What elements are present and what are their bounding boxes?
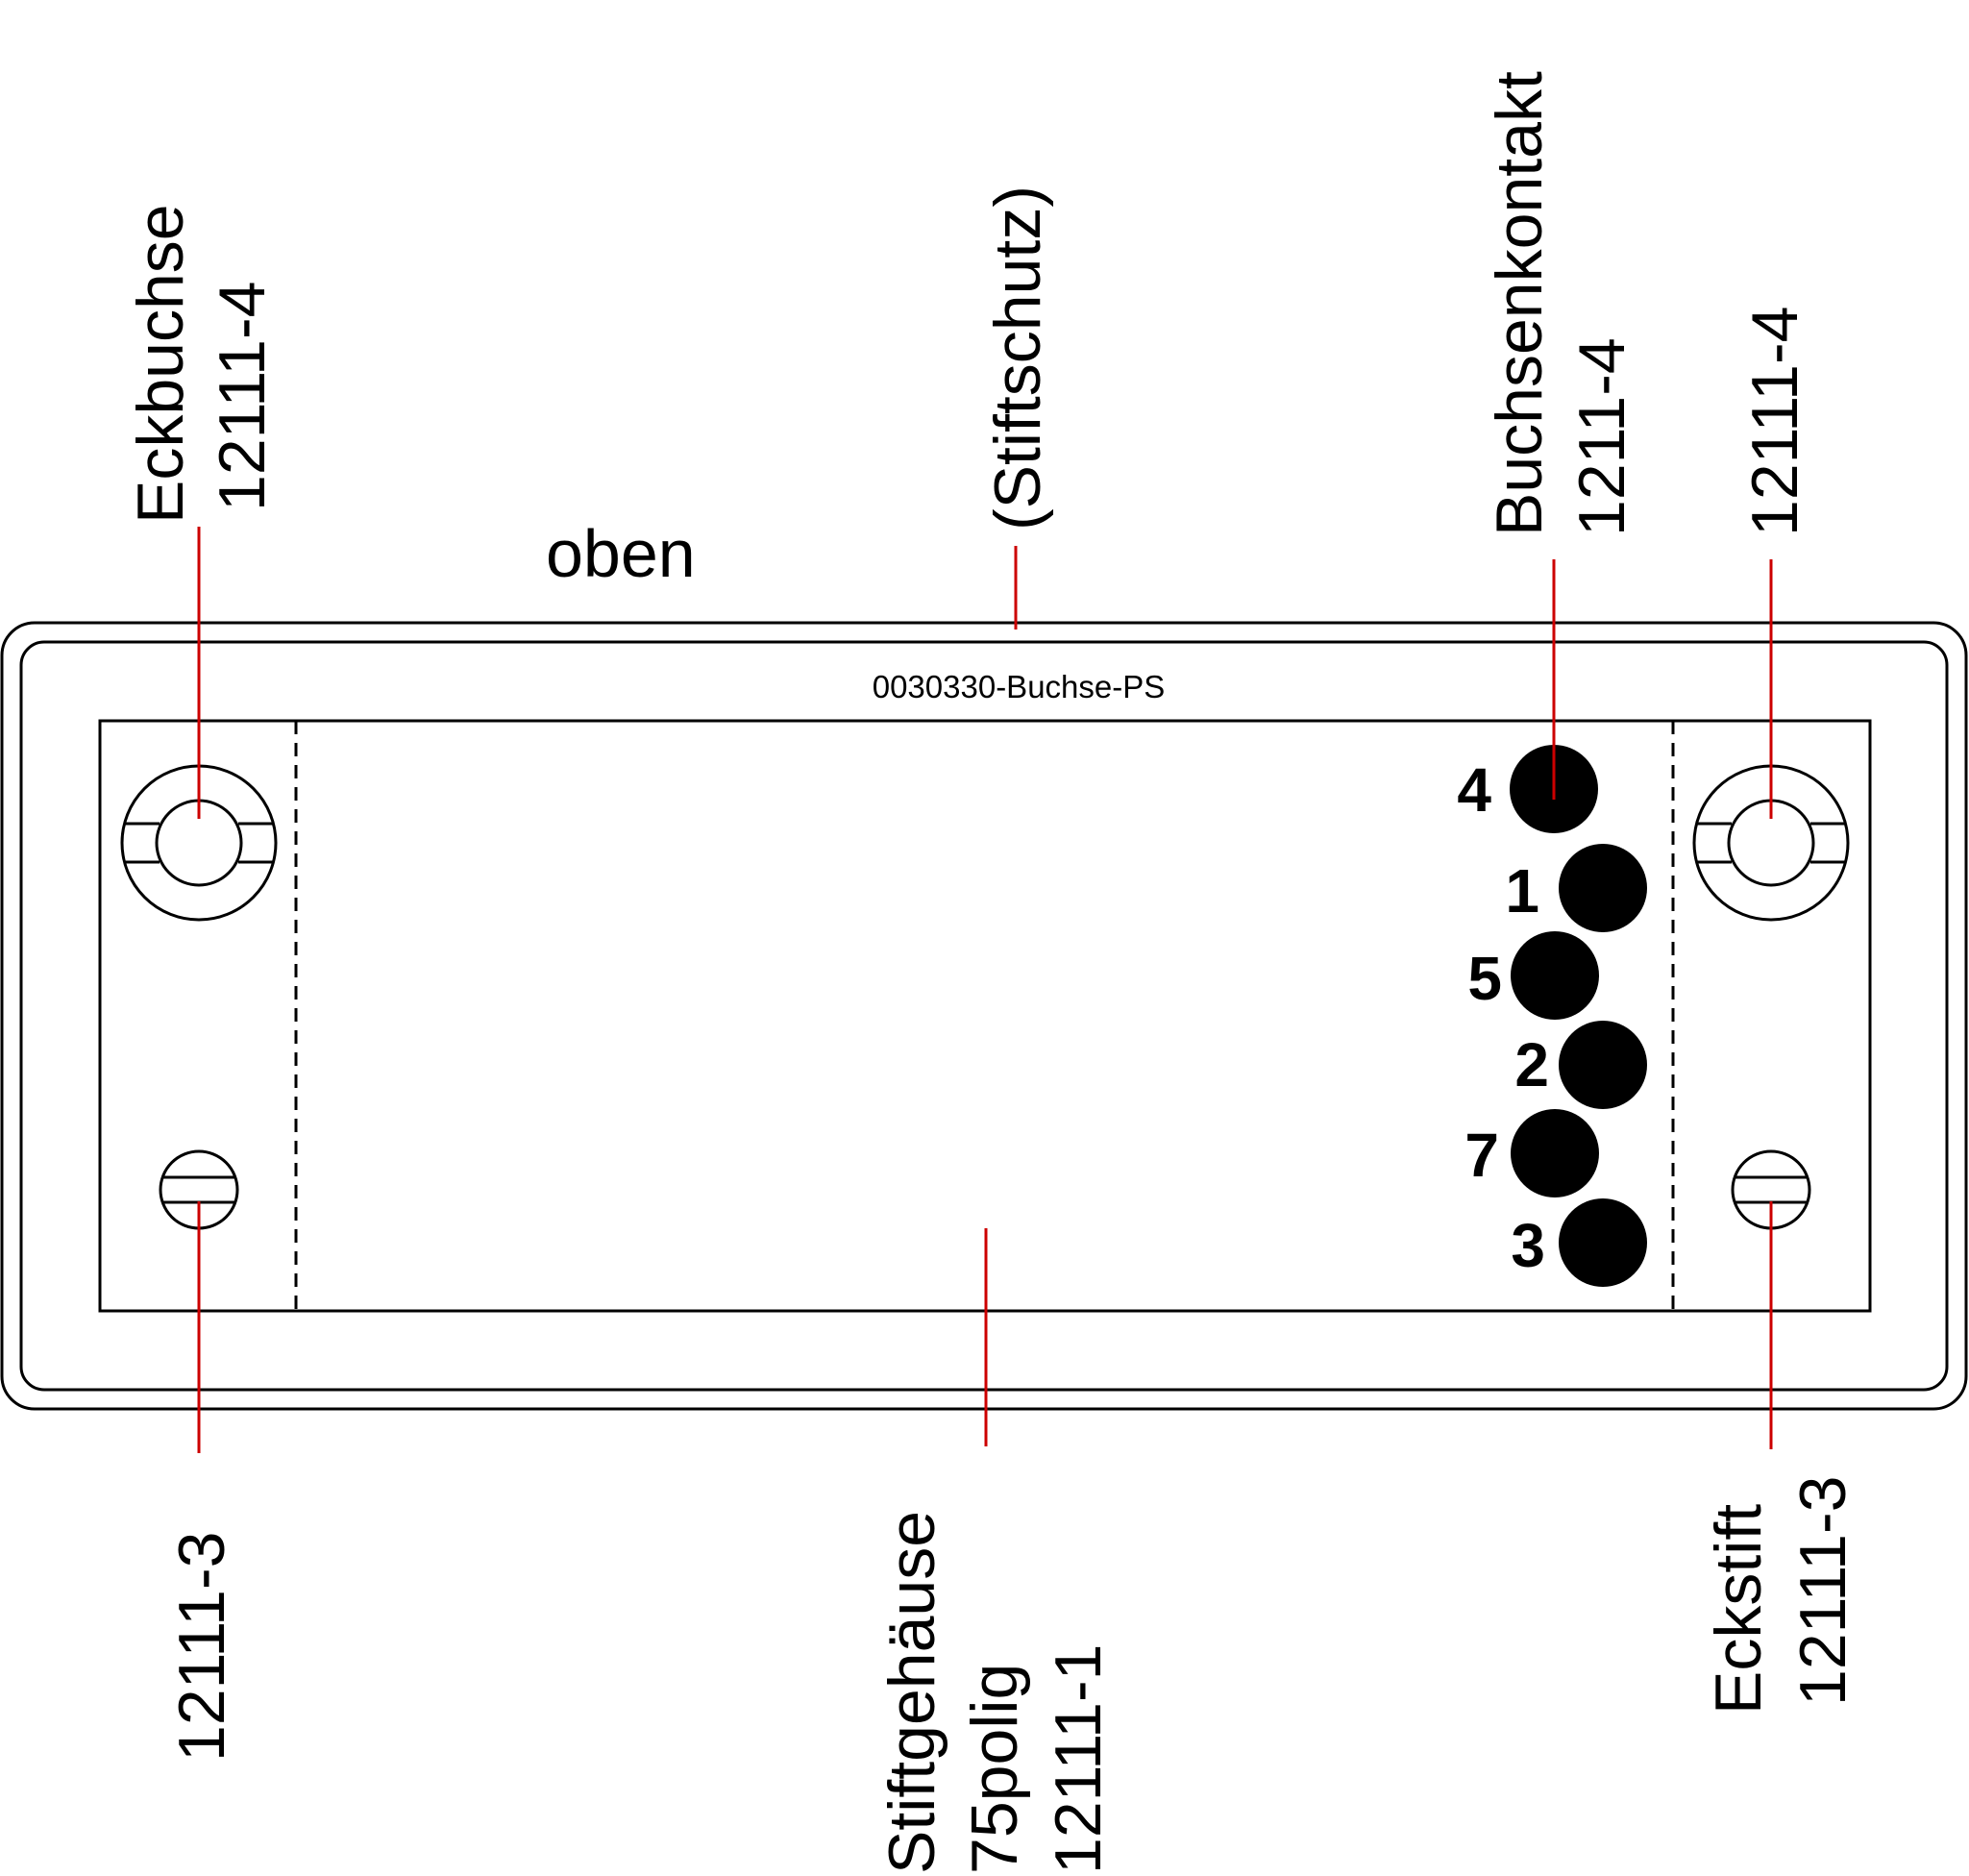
contact-5 [1511,931,1599,1020]
label-eckbuchse: Eckbuchse [124,204,197,524]
pin-number: 1 [1505,856,1539,926]
contact-7 [1511,1109,1599,1197]
label-eckbuchse-number: 12111-4 [206,282,279,511]
label-stiftgehaeuse: Stiftgehäuse [875,1511,948,1874]
label-eckstift: Eckstift [1702,1504,1775,1715]
label-buchsenkontakt-number: 1211-4 [1565,337,1638,536]
label-buchsenkontakt: Buchsenkontakt [1483,71,1556,536]
pin-number: 5 [1467,944,1502,1013]
contact-2 [1559,1021,1647,1109]
outer-frame [0,621,1968,1411]
label-top-right-number: 12111-4 [1738,307,1811,536]
pin-number: 2 [1514,1030,1549,1099]
pin-number: 7 [1464,1121,1499,1190]
label-75polig: 75polig [958,1664,1031,1874]
label-oben: oben [546,516,696,591]
label-bottom-left-number: 12111-3 [165,1532,238,1762]
contact-1 [1559,844,1647,932]
contact-3 [1559,1198,1647,1287]
part-number: 0030330-Buchse-PS [873,669,1166,704]
label-stiftschutz: (Stiftschutz) [981,185,1054,531]
pin-number: 4 [1457,755,1491,825]
label-stiftgehaeuse-number: 12111-1 [1042,1644,1115,1874]
inner-frame [19,640,1949,1392]
pin-number: 3 [1511,1211,1545,1280]
label-eckstift-number: 12111-3 [1786,1476,1859,1706]
